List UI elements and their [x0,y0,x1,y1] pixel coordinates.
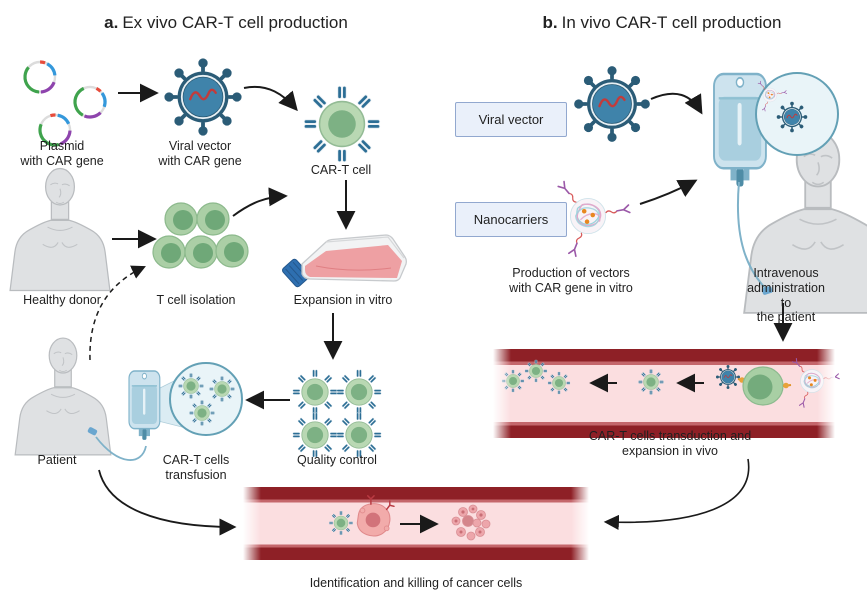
arrow-nano-to-ivbag [639,179,698,205]
panel-a-title-text: Ex vivo CAR-T cell production [122,13,348,32]
viral-vector-b-icon [572,64,652,144]
patient-label: Patient [37,453,77,467]
cart-cell-icon [304,86,379,161]
expansion-label: Expansion in vitro [293,293,393,307]
viral-vector-box-label: Viral vector [478,112,544,127]
quality-control-cells-icon [293,370,381,457]
arrow-patient-to-tcells-dashed [89,265,146,361]
in-vivo-vessel-contents [502,357,840,408]
transfusion-magnifier-icon [169,362,243,436]
t-cell-cluster-icon [152,202,249,269]
panel-a-title: a.Ex vivo CAR-T cell production [104,13,348,33]
in-vivo-vessel-icon [493,349,840,438]
viral-vector-box: Viral vector [455,102,567,137]
nanocarriers-box-label: Nanocarriers [473,212,549,227]
iv-tube-icon [95,436,147,461]
nanocarrier-icon [557,180,631,257]
intravenous-label: Intravenous administration to the patien… [747,266,825,325]
panel-b-title: b.In vivo CAR-T cell production [543,13,782,33]
viral-vector-icon [163,57,243,137]
production-label: Production of vectors with CAR gene in v… [509,266,633,295]
arrow-patient-to-vessel [98,469,237,536]
nanocarriers-box: Nanocarriers [455,202,567,237]
cart-cell-label: CAR-T cell [310,163,372,177]
arrow-invivo-to-killing-vessel [603,458,750,531]
virus-binding-icon [715,364,741,390]
transduction-label: CAR-T cells transduction and expansion i… [588,429,752,458]
iv-tube-b-icon [736,181,769,292]
panel-b-title-prefix: b. [542,13,558,32]
iv-catheter-icon [87,427,98,436]
flask-icon [282,234,407,288]
plasmid-label: Plasmid with CAR gene [20,139,104,168]
killing-vessel-contents [329,495,491,541]
t-cell-isolation-label: T cell isolation [156,293,236,307]
arrow-virus-to-ivbag [650,92,703,115]
healthy-donor-label: Healthy donor [23,293,101,307]
transfusion-label: CAR-T cells transfusion [162,453,230,482]
identification-label: Identification and killing of cancer cel… [309,576,523,590]
iv-catheter-b-icon [761,286,773,295]
arrow-tcells-to-cart [232,187,288,217]
panel-a-title-prefix: a. [104,13,119,32]
healthy-donor-figure-icon [9,167,111,292]
arrow-virus-to-cart [243,85,298,112]
quality-control-label: Quality control [297,453,377,467]
iv-magnifier-icon [755,72,839,156]
viral-vector-label: Viral vector with CAR gene [158,139,242,168]
killing-vessel-icon [243,487,589,560]
panel-b-title-text: In vivo CAR-T cell production [561,13,782,32]
